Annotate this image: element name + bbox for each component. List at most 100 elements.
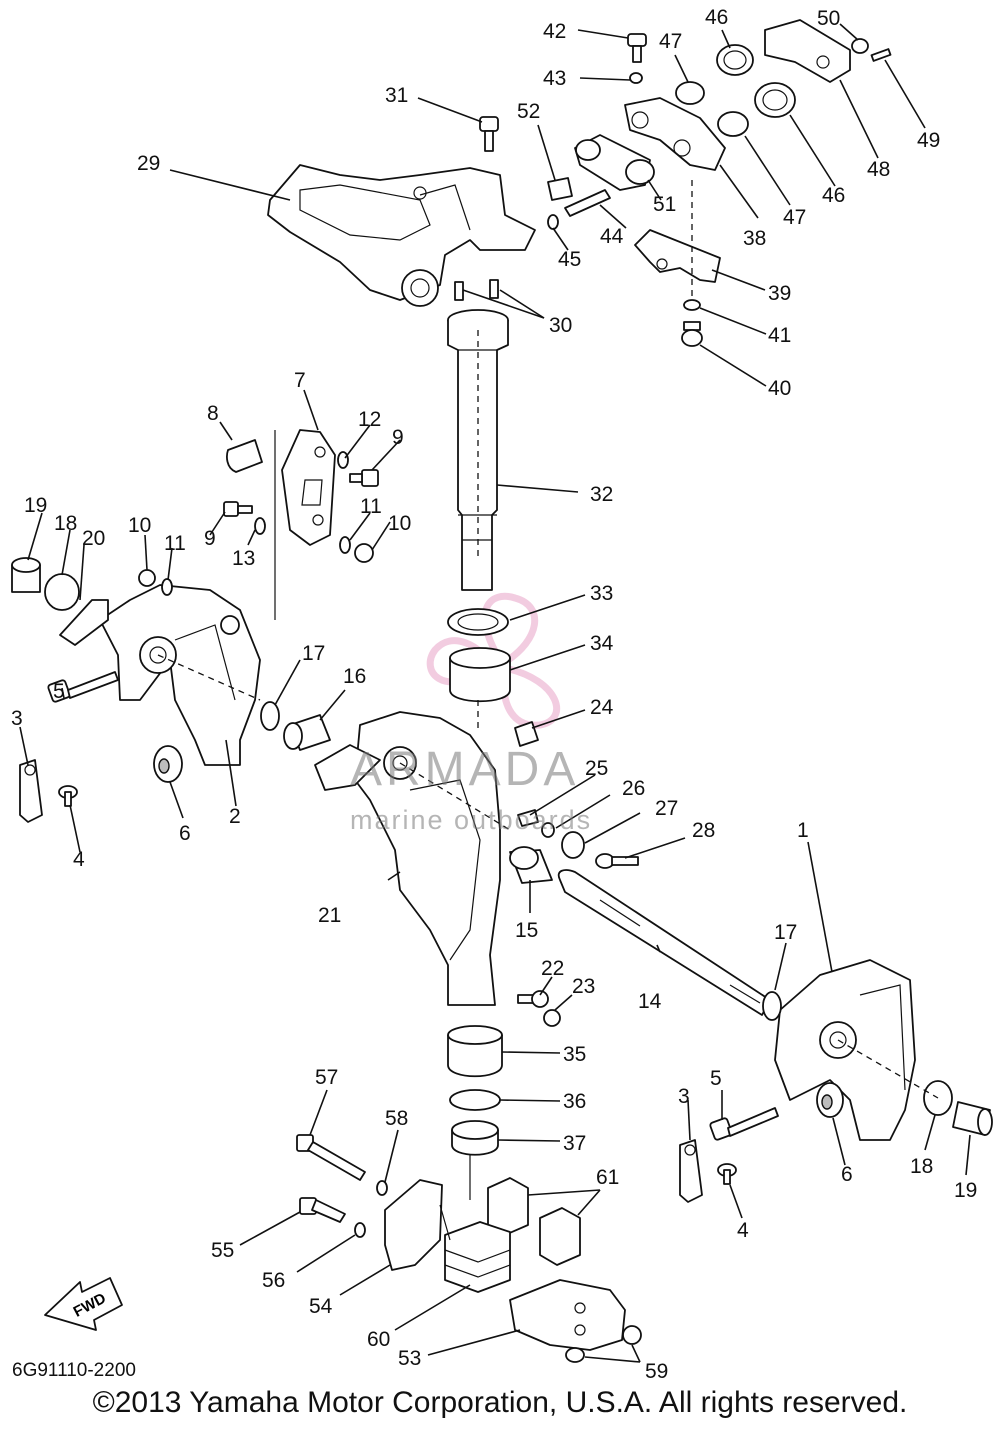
bolt-part-31 [479, 116, 499, 152]
block-part-60 [444, 1221, 511, 1293]
bolt-part-22 [517, 990, 549, 1008]
callout-18-left: 18 [54, 512, 77, 535]
washer-part-17-left [260, 701, 280, 731]
screw-part-4-right [717, 1163, 737, 1185]
swivel-bracket-part-21 [314, 711, 501, 1006]
callout-1: 1 [797, 819, 809, 842]
nut-part-10-right [354, 543, 374, 563]
bolt-part-40 [681, 321, 703, 347]
washer-part-18-left [44, 573, 80, 611]
callout-22: 22 [541, 957, 564, 980]
bushing-part-34 [449, 647, 511, 703]
plate-part-20 [59, 599, 109, 646]
callout-14: 14 [638, 990, 662, 1013]
callout-13: 13 [232, 547, 255, 570]
bushing-part-15 [509, 846, 553, 884]
callout-19-right: 19 [954, 1179, 977, 1202]
cap-part-8 [226, 439, 263, 473]
lever-part-3-right [679, 1139, 703, 1203]
plate-part-39 [634, 229, 721, 283]
washer-part-12 [337, 451, 349, 469]
callout-19-left: 19 [24, 494, 47, 517]
lever-part-3-left [19, 759, 43, 823]
callout-54: 54 [309, 1295, 333, 1318]
plate-part-7 [281, 429, 336, 546]
clip-part-52 [547, 177, 573, 201]
washer-part-33 [447, 608, 509, 636]
bushing-part-19-left [11, 557, 41, 593]
callout-35: 35 [563, 1043, 586, 1066]
screw-part-49 [870, 48, 892, 62]
bushing-part-16 [283, 714, 331, 751]
callout-52: 52 [517, 100, 540, 123]
callout-6-left: 6 [179, 822, 191, 845]
bolt-part-9-upper [349, 469, 379, 487]
washer-part-17-right [762, 991, 782, 1021]
spring-part-46-upper [716, 44, 754, 76]
ring-part-47-upper [675, 81, 705, 105]
catalog-number: 6G91110-2200 [12, 1360, 136, 1381]
callout-31: 31 [385, 84, 408, 107]
leader-lines [19, 23, 971, 1363]
clamp-bracket-part-1 [774, 959, 916, 1141]
callout-32: 32 [590, 483, 613, 506]
bolt-part-57 [296, 1134, 366, 1181]
callout-25: 25 [585, 757, 608, 780]
washer-part-43 [629, 72, 643, 84]
callout-37: 37 [563, 1132, 586, 1155]
callout-29: 29 [137, 152, 160, 175]
callout-23: 23 [572, 975, 595, 998]
bolt-part-28 [595, 853, 639, 869]
callout-58: 58 [385, 1107, 408, 1130]
washer-part-11-right [339, 536, 351, 554]
callout-60: 60 [367, 1328, 390, 1351]
callout-45: 45 [558, 248, 581, 271]
callout-57: 57 [315, 1066, 338, 1089]
callout-10-left: 10 [128, 514, 151, 537]
callout-5-left: 5 [53, 680, 65, 703]
callout-56: 56 [262, 1269, 285, 1292]
washer-part-11-left [161, 578, 173, 596]
nut-part-23 [543, 1009, 561, 1027]
bolt-part-42 [627, 33, 647, 63]
callout-21: 21 [318, 904, 341, 927]
callout-6-right: 6 [841, 1163, 853, 1186]
washer-part-56 [354, 1222, 366, 1238]
washer-part-26 [541, 822, 555, 838]
pad-part-61-lower [539, 1207, 581, 1266]
bolt-part-44 [564, 189, 611, 217]
callout-47-upper: 47 [659, 30, 682, 53]
holder-part-38 [624, 97, 726, 171]
callout-17-left: 17 [302, 642, 325, 665]
callout-2: 2 [229, 805, 241, 828]
watermark-tagline: marine outboards [350, 805, 593, 835]
callout-9-left: 9 [204, 527, 216, 550]
callout-40: 40 [768, 377, 791, 400]
callout-17-right: 17 [774, 921, 797, 944]
callout-3-left: 3 [11, 707, 23, 730]
callout-33: 33 [590, 582, 613, 605]
screw-part-5-right [709, 1107, 779, 1141]
callout-30: 30 [549, 314, 572, 337]
callout-39: 39 [768, 282, 791, 305]
callout-41: 41 [768, 324, 791, 347]
callout-42: 42 [543, 20, 566, 43]
callout-48: 48 [867, 158, 890, 181]
callout-59: 59 [645, 1360, 668, 1383]
nut-part-10-left [138, 569, 156, 587]
collar-part-27 [561, 831, 585, 859]
washer-part-13 [254, 517, 266, 535]
bracket-part-54 [384, 1179, 443, 1271]
bolt-part-55 [299, 1197, 346, 1223]
callout-7: 7 [294, 369, 306, 392]
callout-43: 43 [543, 67, 566, 90]
callout-26: 26 [622, 777, 645, 800]
callout-51: 51 [653, 193, 676, 216]
callout-5-right: 5 [710, 1067, 722, 1090]
callout-47-lower: 47 [783, 206, 806, 229]
screw-part-4-left [58, 785, 78, 807]
washer-part-59-lower [565, 1347, 585, 1363]
bushing-part-35 [447, 1025, 503, 1078]
callout-50: 50 [817, 7, 840, 30]
callout-11-right: 11 [360, 495, 382, 518]
